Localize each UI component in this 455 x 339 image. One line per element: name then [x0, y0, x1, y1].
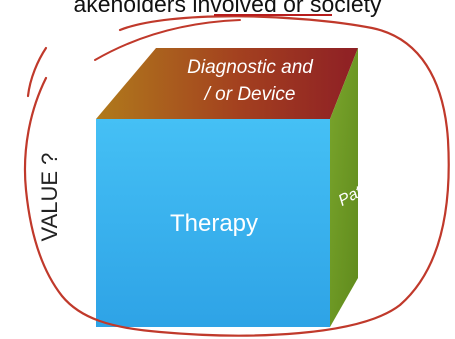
top-face-label: Diagnostic and / or Device: [150, 54, 350, 108]
hand-drawn-outline-start: [26, 46, 48, 98]
cube-side-face: [330, 48, 358, 327]
hand-drawn-outline: [23, 15, 450, 337]
front-face-label: Therapy: [169, 210, 259, 237]
hand-drawn-underline-loop: [94, 19, 241, 61]
cube-top-face: [96, 48, 358, 119]
caption-underline: [214, 14, 332, 16]
top-face-label-line2: / or Device: [204, 84, 296, 105]
caption-text: akeholders involved or society: [73, 0, 382, 17]
value-annotation: VALUE ?: [37, 152, 62, 242]
top-face-label-line1: Diagnostic and: [187, 57, 313, 78]
cube-front-face: [96, 119, 330, 327]
